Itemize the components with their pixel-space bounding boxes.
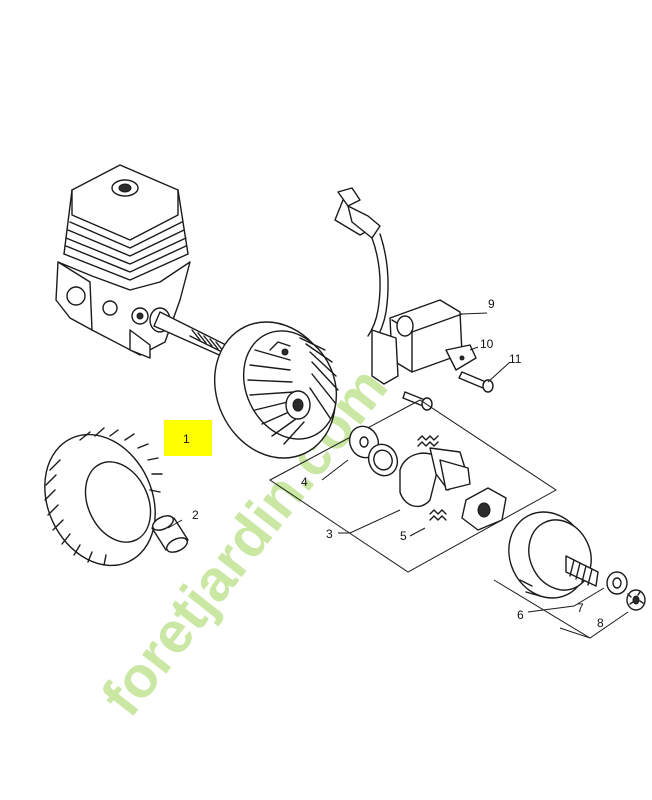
callout-5: 5 xyxy=(400,529,407,543)
engine-block xyxy=(55,164,233,359)
callout-2: 2 xyxy=(192,508,199,522)
callout-9: 9 xyxy=(488,297,495,311)
callout-6: 6 xyxy=(517,608,524,622)
clutch-assembly-part-3 xyxy=(269,399,557,573)
callout-1: 1 xyxy=(183,432,190,446)
callout-3: 3 xyxy=(326,527,333,541)
screw-part-11 xyxy=(458,371,494,393)
washer-part-7 xyxy=(606,571,628,595)
callout-8: 8 xyxy=(597,616,604,630)
callout-labels: 1 2 3 4 5 6 7 8 9 10 11 xyxy=(164,297,604,630)
callout-4: 4 xyxy=(301,475,308,489)
callout-1-highlight xyxy=(164,420,212,456)
clutch-drum-part-6 xyxy=(508,511,599,599)
leader-lines xyxy=(167,312,629,639)
fan-wheel-rear xyxy=(44,427,163,567)
bracket-part-10 xyxy=(445,344,477,371)
callout-10: 10 xyxy=(480,337,494,351)
bushing-part-2 xyxy=(151,515,189,553)
eclip-part-8 xyxy=(626,589,646,611)
ignition-module-part-9 xyxy=(334,187,463,385)
flywheel-part-1 xyxy=(213,321,339,459)
callout-7: 7 xyxy=(577,601,584,615)
callout-11: 11 xyxy=(509,352,522,366)
screw-module xyxy=(402,391,433,411)
